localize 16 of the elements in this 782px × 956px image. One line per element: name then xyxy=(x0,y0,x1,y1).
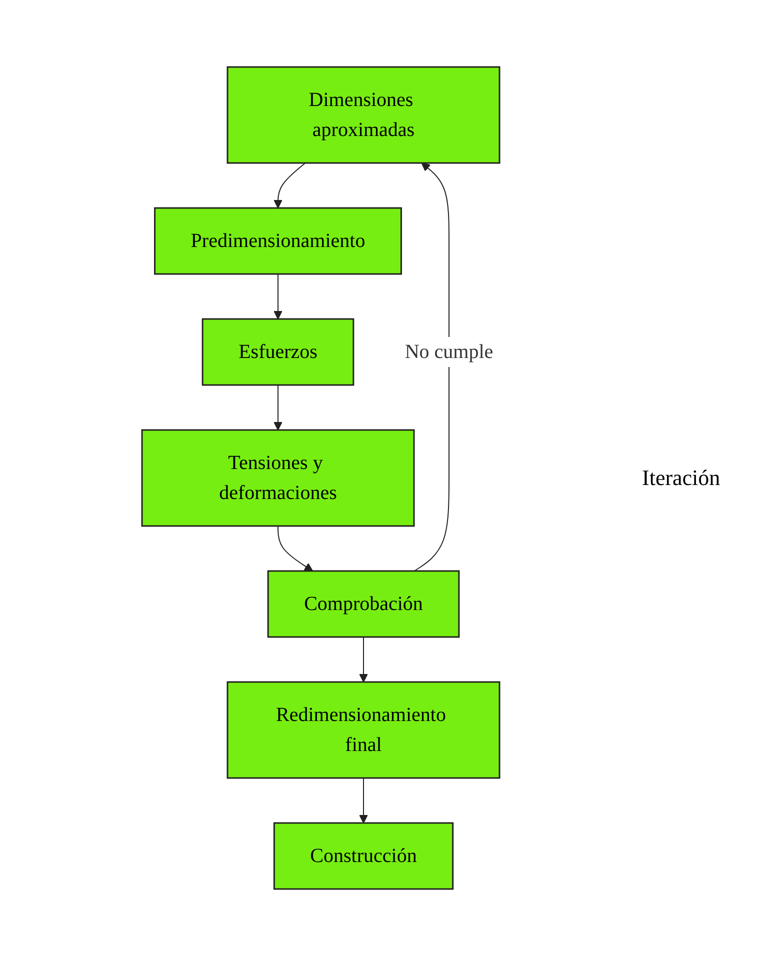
arrow xyxy=(359,636,368,682)
arrow xyxy=(274,384,283,430)
arrow xyxy=(274,162,306,208)
node-box: Construcción xyxy=(274,822,454,890)
arrow xyxy=(414,162,450,572)
node-box: Tensiones y deformaciones xyxy=(142,429,415,527)
node-box: Esfuerzos xyxy=(202,318,354,386)
note-label: Iteración xyxy=(642,465,722,491)
arrow xyxy=(359,778,368,824)
edge-label: No cumple xyxy=(405,341,494,363)
node-box: Predimensionamiento xyxy=(154,207,402,275)
node-box: Comprobación xyxy=(268,570,460,638)
node-box: Dimensiones aproximadas xyxy=(227,66,500,164)
node-box: Redimensionamiento final xyxy=(227,681,500,779)
arrow xyxy=(274,274,283,320)
arrow xyxy=(278,526,314,572)
